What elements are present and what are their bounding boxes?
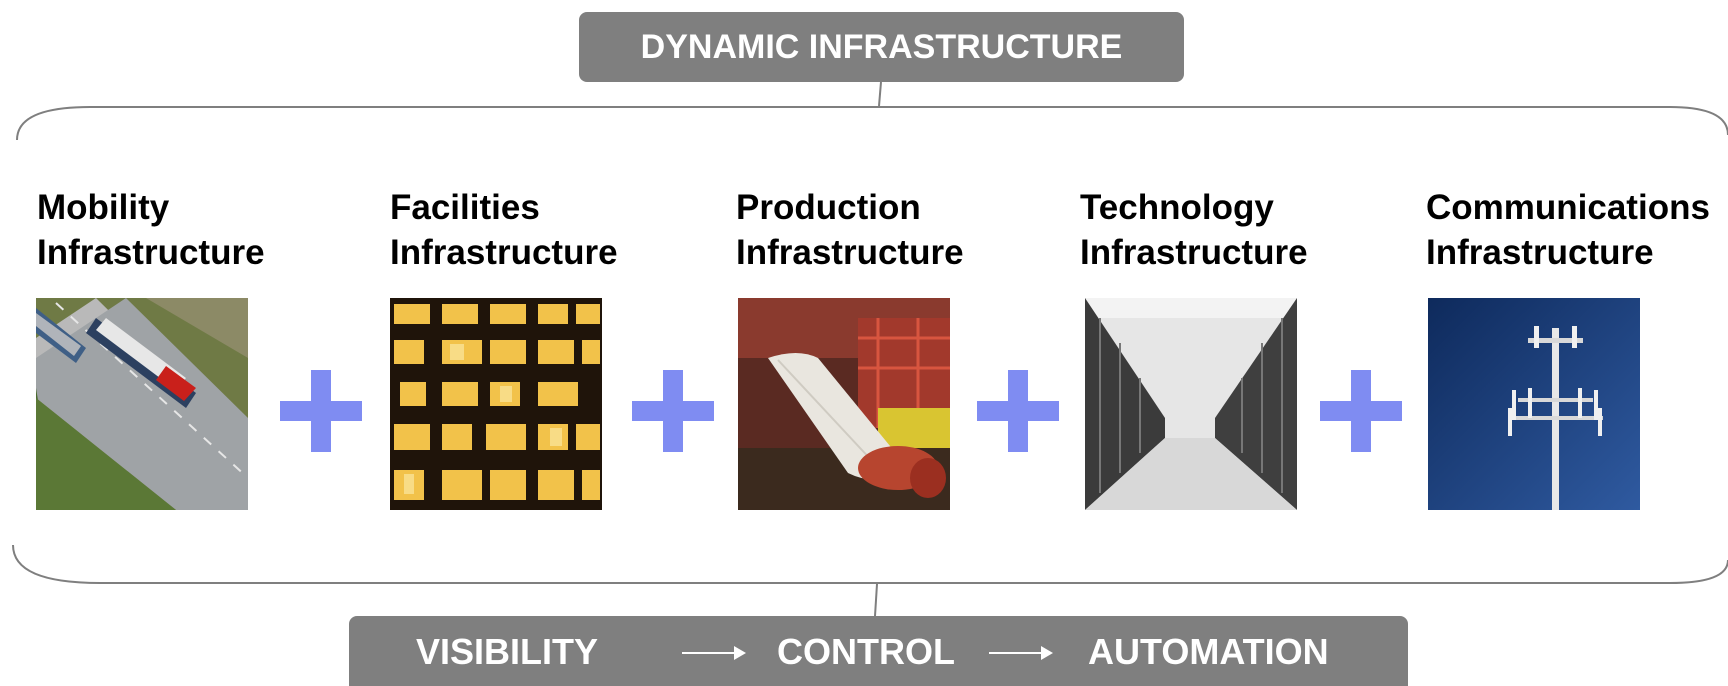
- pillar-label-mobility: Mobility Infrastructure: [37, 185, 265, 275]
- pillar-title: Production: [736, 188, 921, 227]
- pillar-title: Communications: [1426, 188, 1710, 227]
- office-windows-photo: [390, 298, 602, 510]
- pillar-label-facilities: Facilities Infrastructure: [390, 185, 618, 275]
- arrow-right-icon: [989, 646, 1053, 660]
- plus-icon: [632, 370, 714, 452]
- rounded-bracket: [12, 106, 1728, 584]
- pillar-subtitle: Infrastructure: [37, 233, 265, 272]
- step-automation: AUTOMATION: [1088, 631, 1329, 672]
- highway-trucks-photo: [36, 298, 248, 510]
- banner-title: DYNAMIC INFRASTRUCTURE: [640, 27, 1123, 66]
- pillar-label-communications: Communications Infrastructure: [1426, 185, 1710, 275]
- plus-icon: [280, 370, 362, 452]
- pillar-title: Technology: [1080, 188, 1274, 227]
- pillar-subtitle: Infrastructure: [736, 233, 964, 272]
- plus-icon: [1320, 370, 1402, 452]
- visibility-control-automation-banner: VISIBILITY CONTROL AUTOMATION: [349, 616, 1408, 686]
- step-control: CONTROL: [777, 631, 955, 672]
- bottom-connector-line: [874, 583, 878, 617]
- arrow-right-icon: [682, 646, 746, 660]
- pillar-label-technology: Technology Infrastructure: [1080, 185, 1308, 275]
- pillar-title: Facilities: [390, 188, 540, 227]
- paper-mill-photo: [738, 298, 950, 510]
- server-room-photo: [1085, 298, 1297, 510]
- top-connector-line: [878, 81, 882, 107]
- pillar-title: Mobility: [37, 188, 170, 227]
- pillar-label-production: Production Infrastructure: [736, 185, 964, 275]
- pillar-subtitle: Infrastructure: [1080, 233, 1308, 272]
- pillar-subtitle: Infrastructure: [1426, 233, 1654, 272]
- cell-tower-photo: [1428, 298, 1640, 510]
- plus-icon: [977, 370, 1059, 452]
- dynamic-infrastructure-banner: DYNAMIC INFRASTRUCTURE: [579, 12, 1184, 82]
- pillar-subtitle: Infrastructure: [390, 233, 618, 272]
- step-visibility: VISIBILITY: [416, 631, 599, 672]
